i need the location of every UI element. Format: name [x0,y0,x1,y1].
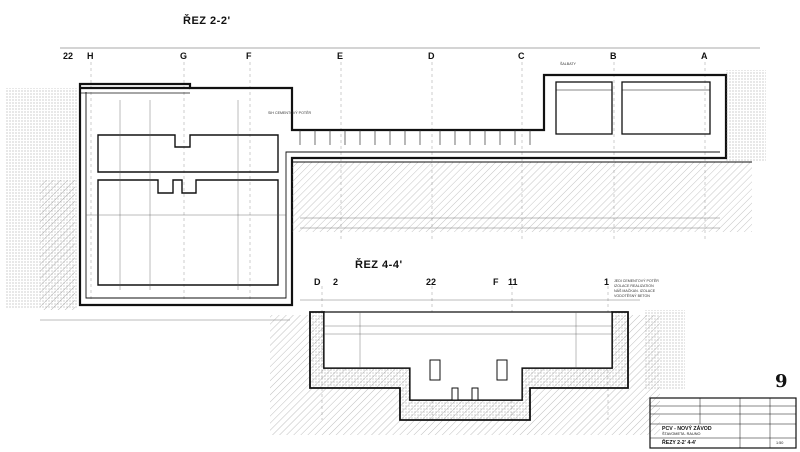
axis-label-a: A [701,51,708,61]
axis-label-f: F [246,51,252,61]
axis-label-1: 1 [604,277,610,287]
upper-structure [78,73,728,307]
title-block-scale: 1:50 [776,441,784,445]
axis-label-11: 11 [508,277,518,287]
title-block-frame [649,397,797,449]
axis-label-f-lower: F [493,277,499,287]
title-block-project: PCV - NOVÝ ZÁVOD [662,426,712,432]
axis-label-22: 22 [63,51,74,61]
left-ground-hatch [40,180,75,310]
note-lower-3: NÁŠ MAČKAN. IZOLACE [614,289,656,293]
upper-dimensions [40,100,720,321]
axis-label-g: G [180,51,188,61]
axis-label-22-lower: 22 [426,277,437,287]
title-block-sections: ŘEZY 2-2' 4-4' [662,440,697,446]
right-ground-fill [726,70,766,162]
lower-inner-posts [429,359,508,401]
lower-dimensions [300,299,640,368]
note-rail: ŠALBATY [560,62,576,66]
axis-label-d: D [428,51,435,61]
title-block-subtitle: ŠTAVOMETA. RAUNO [662,432,701,436]
note-cement-coat: SIH CEMENTOVÝ POTĚR [268,111,312,115]
lower-section-title: ŘEZ 4-4' [355,259,403,271]
axis-label-b: B [610,51,617,61]
upper-channel-marks [299,130,531,145]
note-lower-4: VODOTĚSNÝ BETON [614,294,650,298]
lower-right-ground [645,310,685,390]
note-lower-2: IZOLACE REALIZATION [614,284,654,288]
axis-label-d-lower: D [314,277,321,287]
upper-section-title: ŘEZ 2-2' [183,15,231,27]
axis-label-c: C [518,51,525,61]
axis-label-e: E [337,51,344,61]
axis-label-2: 2 [333,277,339,287]
upper-axis-lines [90,62,706,300]
axis-label-h: H [87,51,94,61]
note-lower-1: JEDI CEMENTOVÝ POTĚR [614,279,659,283]
upper-ground-hatch [292,162,752,232]
sheet-number: 9 [775,371,788,392]
